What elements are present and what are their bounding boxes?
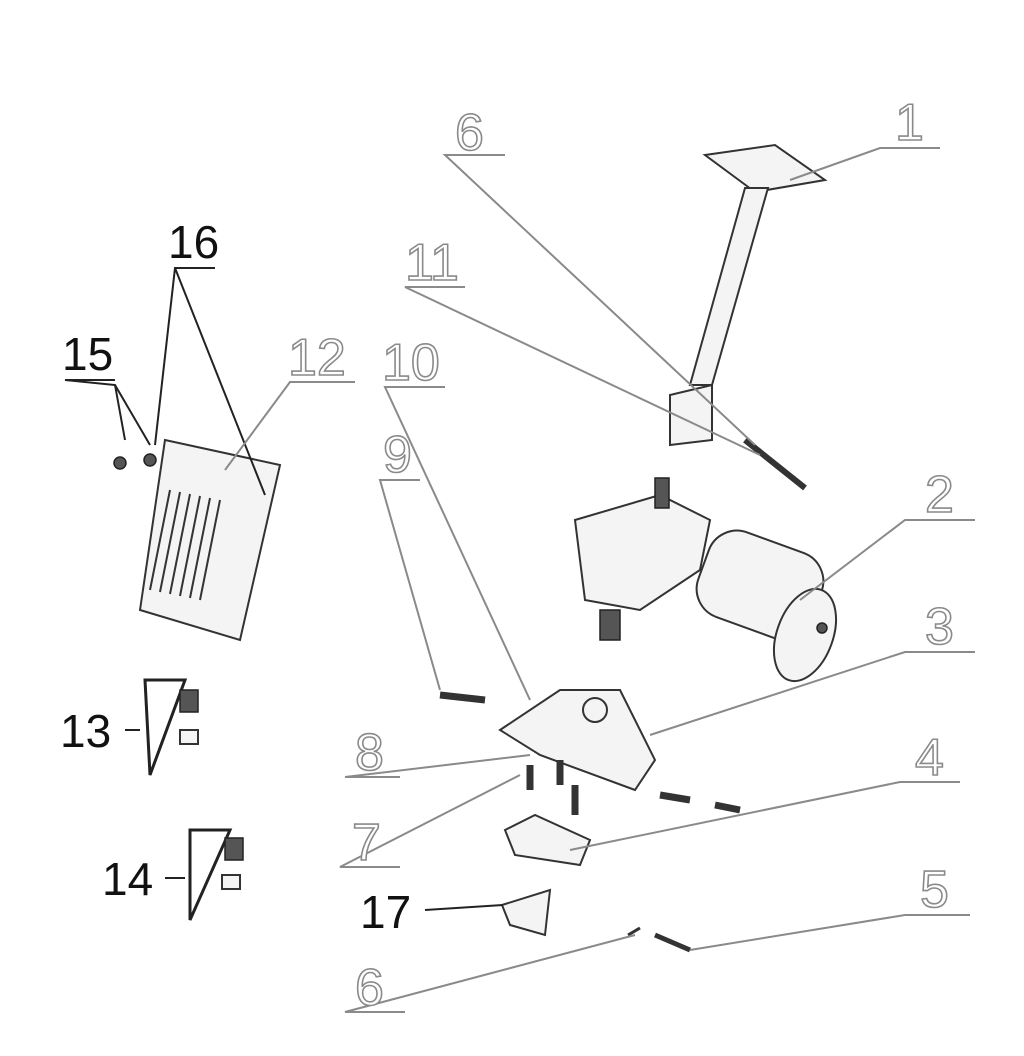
part-motor-gearbox — [573, 477, 838, 683]
callout-7: 7 — [352, 814, 381, 872]
part-harness-14 — [188, 828, 244, 921]
callout-9: 9 — [383, 426, 412, 484]
callout-10: 10 — [382, 334, 440, 392]
callout-6-bottom: 6 — [355, 959, 384, 1017]
part-bolt-top — [743, 437, 807, 491]
callout-2: 2 — [925, 466, 954, 524]
callout-4: 4 — [915, 729, 944, 787]
callout-11: 11 — [405, 234, 459, 292]
callout-1: 1 — [895, 94, 924, 152]
callout-5: 5 — [920, 861, 949, 919]
callout-8: 8 — [355, 724, 384, 782]
part-mount — [503, 813, 592, 867]
callout-3: 3 — [925, 598, 954, 656]
part-harness-13 — [143, 678, 199, 776]
part-bracket — [498, 689, 657, 792]
part-pedal-column — [669, 143, 828, 447]
callout-17: 17 — [360, 886, 411, 938]
part-cover — [500, 888, 552, 937]
callout-13: 13 — [60, 705, 111, 757]
part-controller — [113, 438, 282, 642]
callout-15: 15 — [62, 328, 113, 380]
callout-16: 16 — [168, 216, 219, 268]
callout-14: 14 — [102, 853, 153, 905]
leader-lines — [64, 147, 975, 1013]
part-pin-bottom — [627, 926, 691, 953]
callout-12: 12 — [288, 329, 346, 387]
part-bolts — [439, 691, 741, 815]
callout-6-top: 6 — [455, 104, 484, 162]
